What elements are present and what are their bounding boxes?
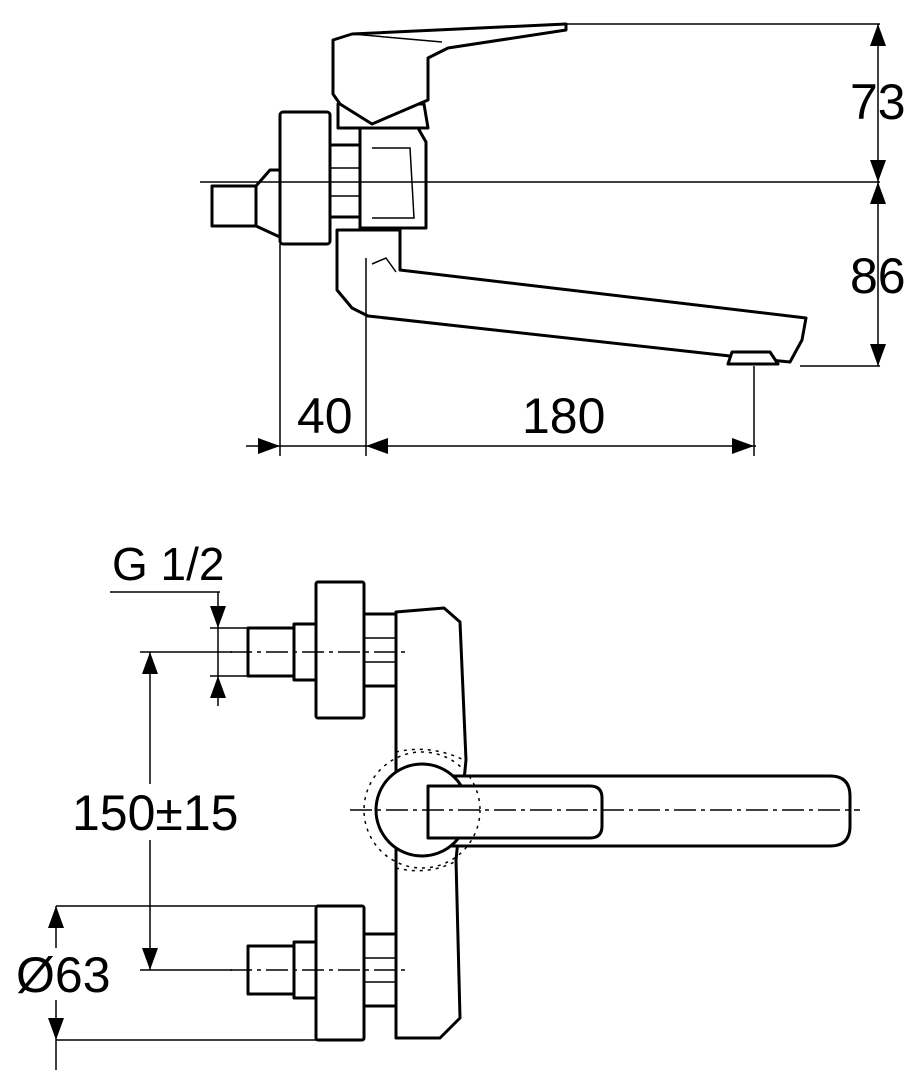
top-upper-nut: [362, 612, 398, 688]
side-inlet-cone: [254, 168, 284, 240]
top-view: G 1/2 150±15 Ø63: [14, 538, 860, 1070]
spacing-label: 150±15: [72, 785, 238, 841]
top-lower-rosette: [314, 904, 366, 1042]
side-handle-lever: [331, 22, 568, 126]
dim-label-40: 40: [297, 388, 353, 444]
dim-label-180: 180: [522, 388, 605, 444]
side-aerator: [726, 350, 780, 366]
side-inlet-stub: [210, 184, 258, 228]
side-rosette: [278, 110, 332, 246]
top-handle-lever: [426, 784, 604, 840]
dim-label-73: 73: [850, 74, 906, 130]
rosette-diameter-label: Ø63: [16, 947, 111, 1003]
side-spout: [335, 228, 808, 364]
side-body: [358, 126, 428, 230]
thread-label: G 1/2: [112, 538, 225, 590]
side-nut: [328, 143, 364, 219]
dim-label-86: 86: [850, 248, 906, 304]
side-view: 73 86 40 180: [200, 22, 906, 456]
top-upper-rosette: [314, 580, 366, 720]
